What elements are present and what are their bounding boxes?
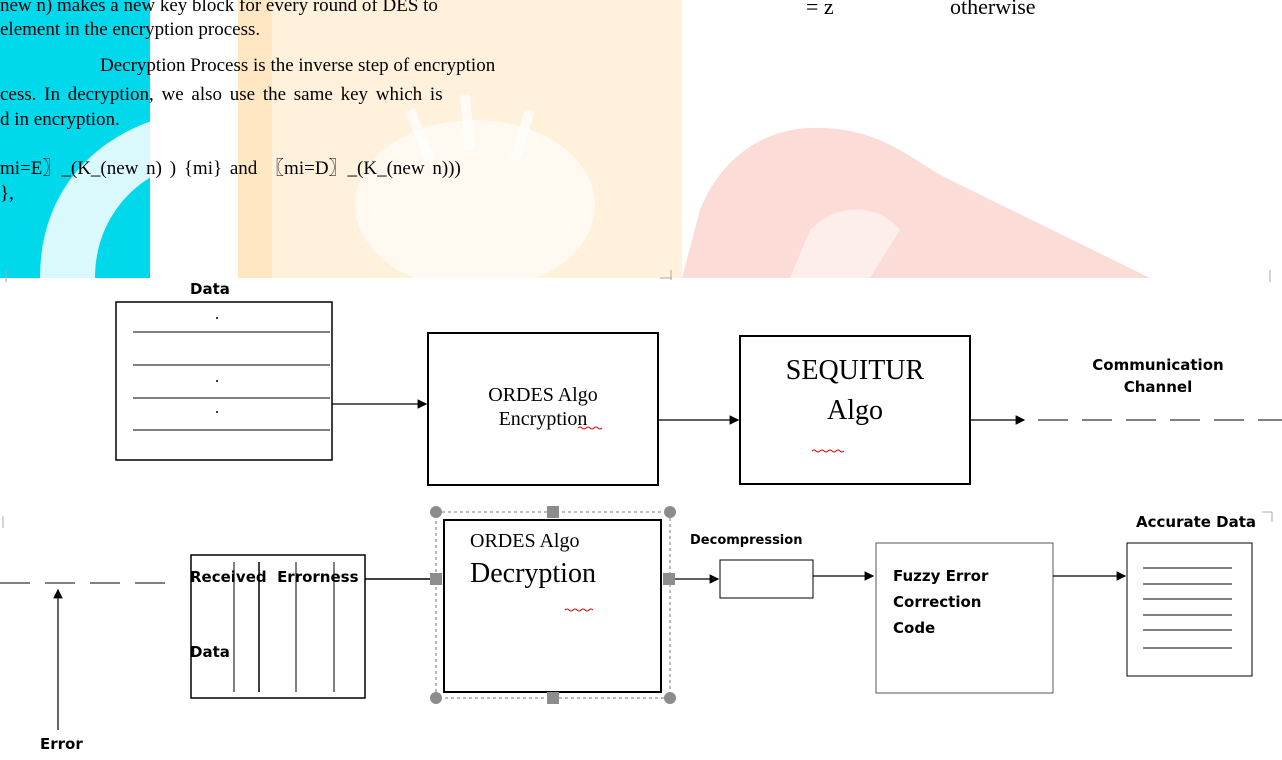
channel-line-2: Channel (1123, 378, 1193, 396)
fuzzy-label: Fuzzy Error Correction Code (893, 563, 988, 641)
equation-rhs: otherwise (950, 0, 1036, 19)
dec-line-1: ORDES Algo (470, 530, 580, 552)
sequitur-text: SEQUITUR Algo (740, 351, 970, 431)
data-label: Data (190, 280, 230, 298)
ordes-encryption-box (427, 332, 659, 486)
text-line-2: element in the encryption process. (0, 19, 261, 40)
decompression-label: Decompression (690, 533, 803, 548)
formula-text: mi=E〗_(K_(new n) ) {mi} and 〖mi=D〗_(K_(n… (0, 158, 461, 179)
text-line-4: cess. In decryption, we also use the sam… (0, 84, 443, 105)
enc-box-text: ORDES Algo Encryption (428, 383, 658, 431)
fuzzy-box (875, 542, 1054, 694)
channel-label: Communication Channel (1058, 354, 1258, 398)
received-label: Received Errorness Data (190, 515, 359, 690)
fuzzy-line-2: Correction (893, 593, 982, 611)
enc-line-1: ORDES Algo (488, 384, 598, 406)
data-box (115, 301, 333, 461)
decompression-box (719, 559, 814, 599)
error-label: Error (40, 735, 83, 753)
sequitur-line-2: Algo (827, 395, 883, 426)
fuzzy-line-3: Code (893, 619, 936, 637)
text-line-5: d in encryption. (0, 109, 120, 130)
accurate-data-box (1126, 542, 1253, 677)
enc-line-2: Encryption (498, 408, 588, 430)
text-line-3: Decryption Process is the inverse step o… (100, 55, 496, 76)
sequitur-line-1: SEQUITUR (785, 355, 925, 386)
received-line-2: Data (190, 643, 230, 661)
received-line-1: Received Errorness (190, 568, 359, 586)
formula-end: }, (0, 183, 14, 204)
sequitur-box (739, 335, 971, 485)
equation-lhs: = z (806, 0, 834, 19)
fuzzy-line-1: Fuzzy Error (893, 567, 989, 585)
received-data-box (190, 554, 366, 699)
channel-line-1: Communication (1092, 356, 1224, 374)
dec-line-2: Decryption (470, 558, 596, 589)
text-line-1: new n) makes a new key block for every r… (0, 0, 438, 16)
accurate-label: Accurate Data (1136, 513, 1257, 531)
selection-handles (430, 506, 676, 704)
